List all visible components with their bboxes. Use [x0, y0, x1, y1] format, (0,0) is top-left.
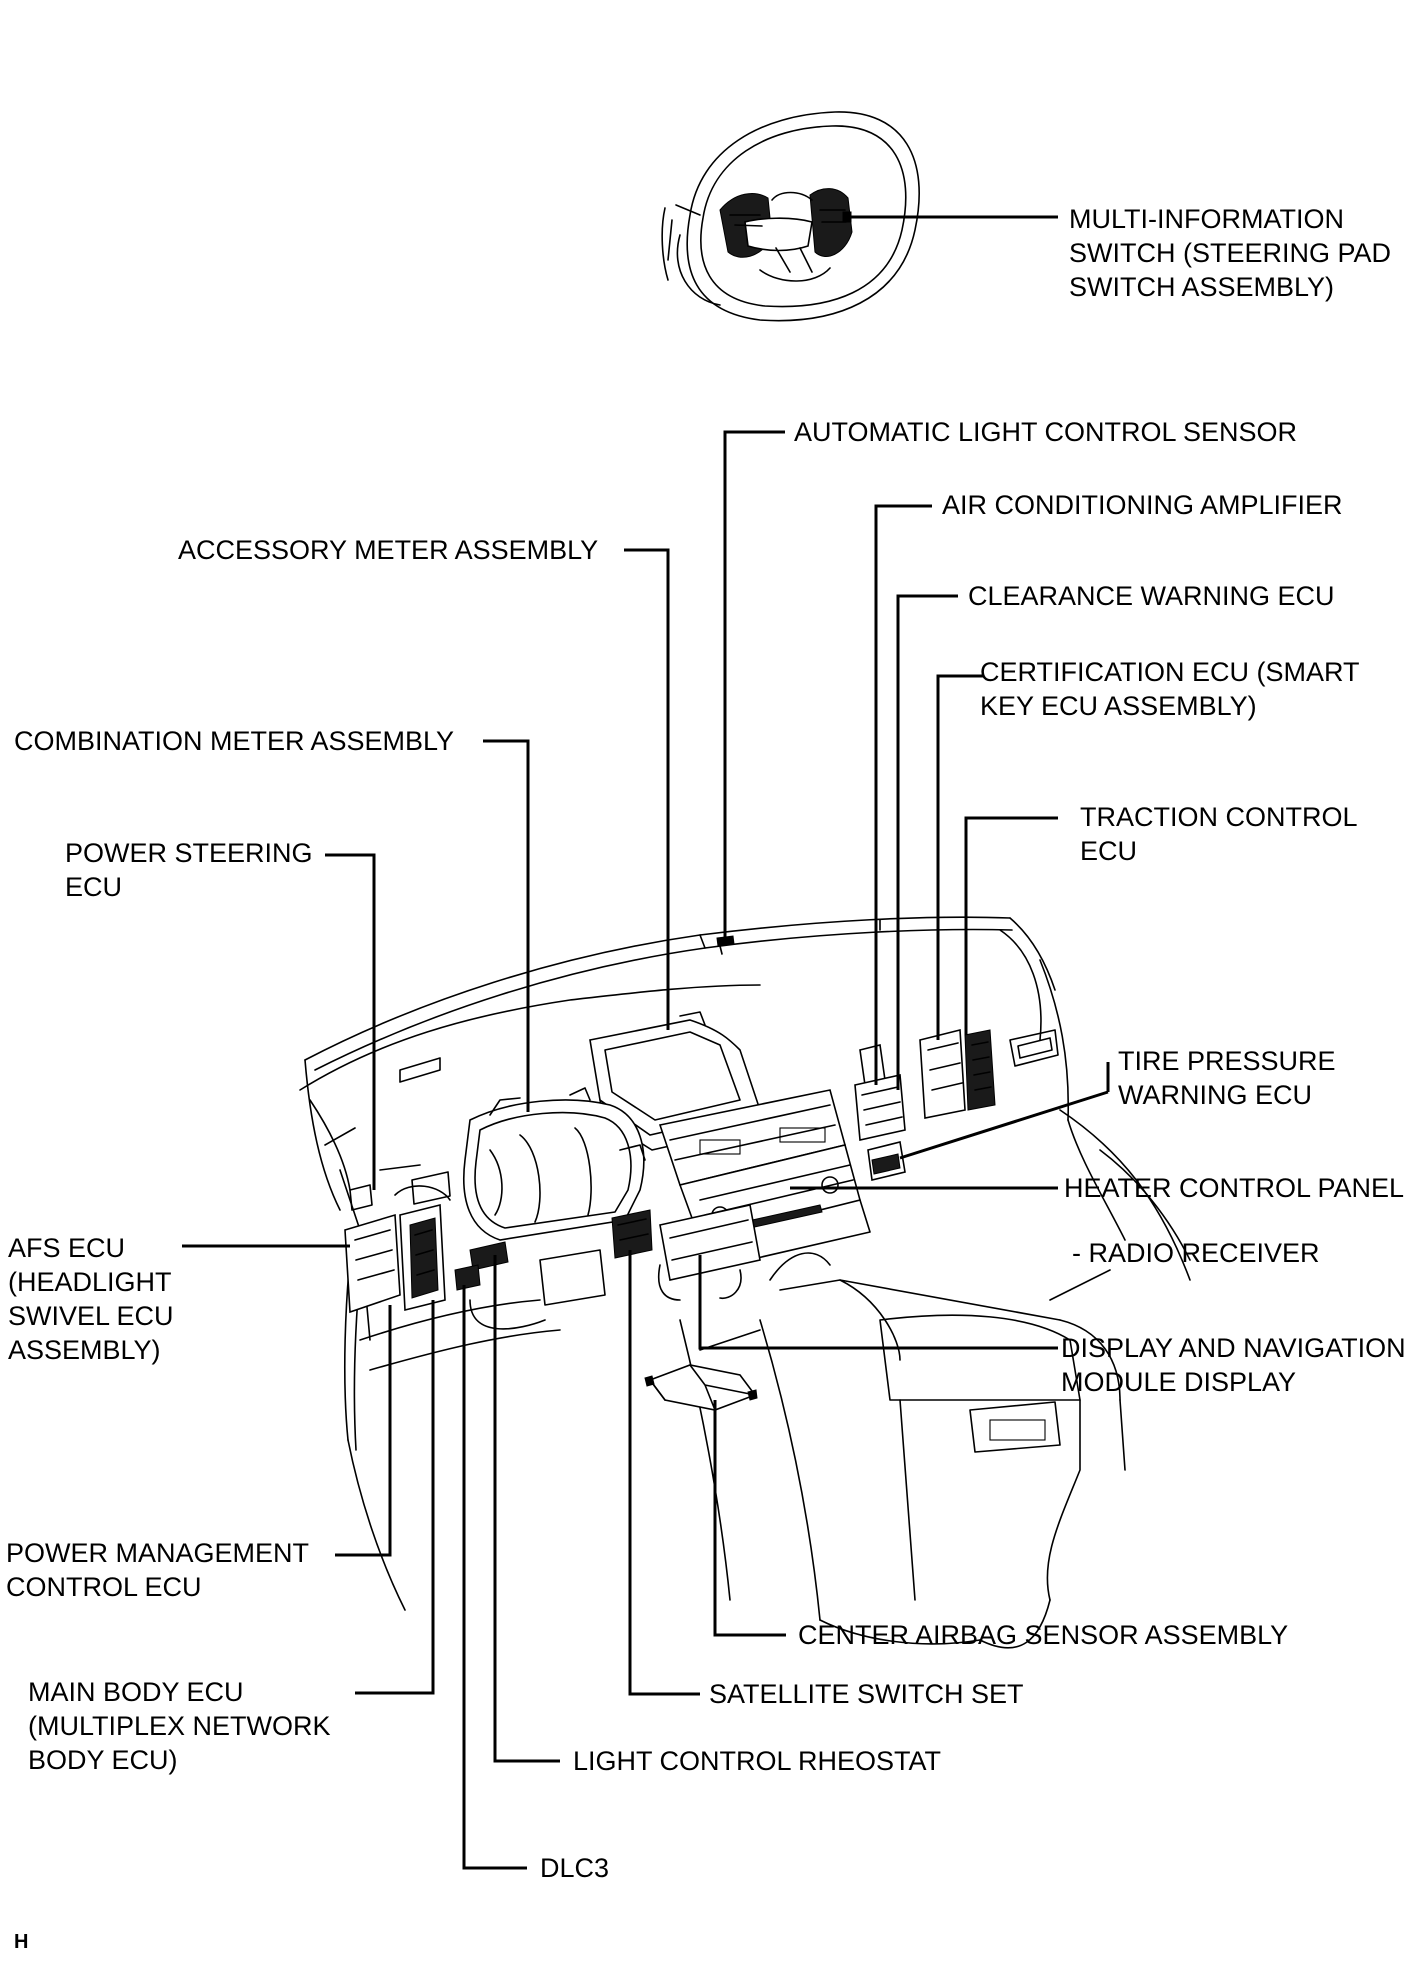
- leader-certification: [936, 674, 984, 1040]
- leader-dlc3: [462, 1285, 527, 1870]
- leader-accessory-meter: [624, 548, 670, 1030]
- label-light-control-rheostat: LIGHT CONTROL RHEOSTAT: [573, 1746, 942, 1776]
- label-accessory-meter-assembly: ACCESSORY METER ASSEMBLY: [178, 535, 599, 565]
- label-clearance-warning-ecu: CLEARANCE WARNING ECU: [968, 581, 1335, 611]
- leader-center-airbag: [713, 1400, 786, 1637]
- label-radio-receiver: - RADIO RECEIVER: [1072, 1238, 1320, 1268]
- label-dlc3: DLC3: [540, 1853, 610, 1883]
- label-center-airbag-sensor-assembly: CENTER AIRBAG SENSOR ASSEMBLY: [798, 1620, 1289, 1650]
- steering-wheel-illustration: [661, 111, 920, 322]
- leader-clearance-warning: [896, 594, 958, 1090]
- leader-auto-light: [723, 430, 785, 940]
- leader-tire-pressure-b: [899, 1090, 1109, 1160]
- label-satellite-switch-set: SATELLITE SWITCH SET: [709, 1679, 1024, 1709]
- label-air-conditioning-amplifier: AIR CONDITIONING AMPLIFIER: [942, 490, 1343, 520]
- leader-power-steering: [325, 853, 376, 1190]
- corner-mark: H: [14, 1931, 29, 1953]
- leader-display-nav: [698, 1255, 1058, 1350]
- leader-satellite-switch: [628, 1250, 700, 1696]
- label-combination-meter-assembly: COMBINATION METER ASSEMBLY: [14, 726, 455, 756]
- leader-main-body: [355, 1300, 435, 1695]
- leader-traction-control: [964, 816, 1058, 1035]
- label-heater-control-panel: HEATER CONTROL PANEL: [1064, 1173, 1405, 1203]
- leader-power-mgmt: [335, 1305, 392, 1557]
- label-automatic-light-control-sensor: AUTOMATIC LIGHT CONTROL SENSOR: [794, 417, 1298, 447]
- dashboard-illustration: [299, 916, 1191, 1649]
- leader-light-rheostat: [493, 1255, 560, 1763]
- leader-air-cond: [874, 504, 932, 1085]
- leader-combination-meter: [483, 739, 530, 1112]
